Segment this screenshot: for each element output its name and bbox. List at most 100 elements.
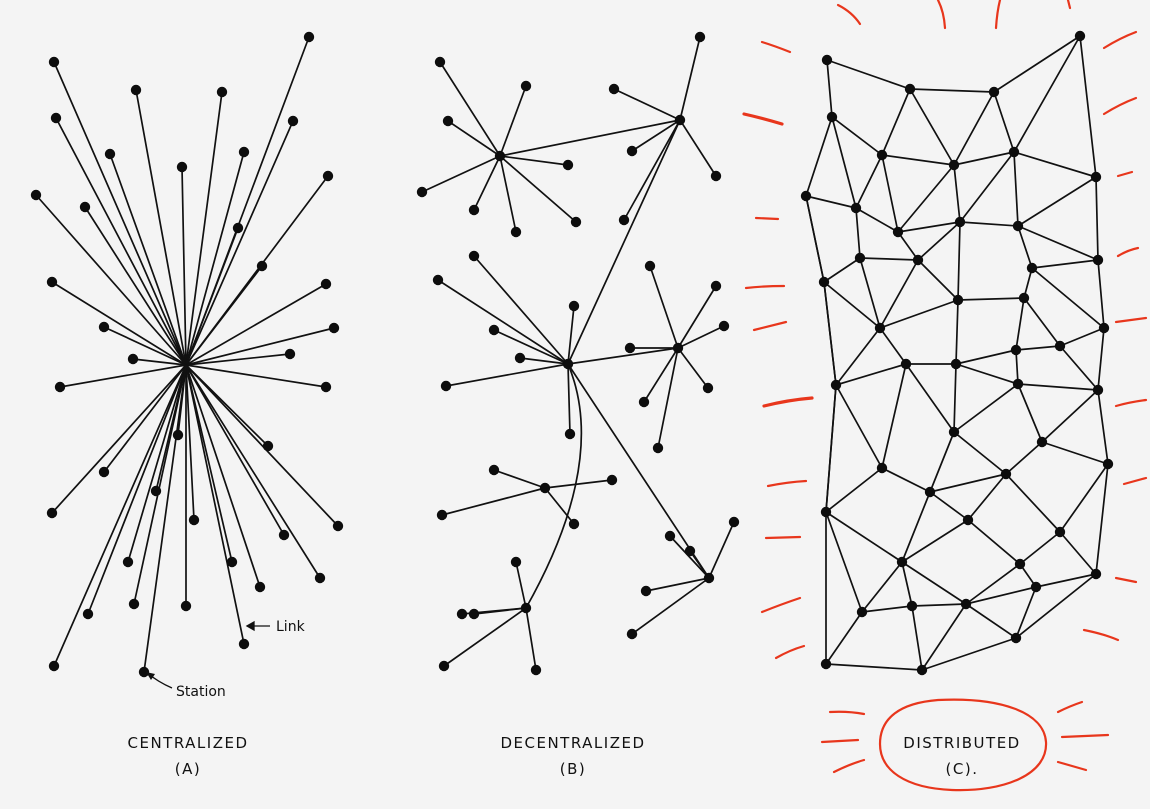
link-line [525,607,537,671]
trunk-line [567,347,679,365]
station-node [818,276,830,288]
station-node [896,556,908,568]
red-emphasis-marks [742,0,1148,792]
mesh-link [901,561,913,607]
mesh-link [859,257,919,261]
station-node [652,442,664,454]
hub-node [562,358,574,370]
mesh-link [835,327,881,386]
mesh-link [1095,463,1109,575]
link-line [669,535,710,579]
station-node [564,428,576,440]
mesh-link [1015,349,1019,385]
station-node [1092,254,1104,266]
mesh-link [1015,586,1037,639]
link-line [677,285,717,349]
link-line [132,358,187,366]
mesh-link [831,116,883,156]
link-line [185,283,327,366]
mesh-link [909,88,995,93]
link-line [445,363,569,387]
station-node [442,115,454,127]
station-node [826,111,838,123]
station-node [606,474,618,486]
link-line [544,479,613,489]
mesh-link [1035,573,1097,588]
station-node [1090,171,1102,183]
station-node [638,396,650,408]
mesh-link [1079,35,1097,178]
link-line [185,364,245,645]
link-line [473,607,527,615]
mesh-link [959,151,1015,223]
centralized-letter: (A) [175,760,201,778]
link-line [185,265,263,366]
station-node [1074,30,1086,42]
station-node [254,581,266,593]
mesh-link [959,221,1019,227]
mesh-link [861,605,913,613]
link-line [515,561,527,609]
link-line [87,364,187,615]
station-node [1012,220,1024,232]
mesh-link [1059,345,1099,391]
station-node [226,556,238,568]
link-line [499,155,569,166]
mesh-link [1005,441,1043,475]
link-line [185,364,195,521]
station-node [728,516,740,528]
station-node [530,664,542,676]
trunk-line [499,119,681,157]
station-node [1000,468,1012,480]
link-line [84,206,187,366]
station-node [432,274,444,286]
station-node [694,31,706,43]
link-line [643,347,679,403]
station-node [856,606,868,618]
station-node [1092,384,1104,396]
link-line [185,364,327,388]
station-node [718,320,730,332]
centralized-network [30,31,344,678]
station-node [314,572,326,584]
svg-text:Station: Station [176,684,226,700]
hub-node [494,150,506,162]
link-line [645,577,710,592]
mesh-link [1015,573,1097,639]
station-node [127,353,139,365]
link-line [499,155,577,223]
centralized-title: CENTRALIZED [128,734,249,752]
link-line [133,364,187,605]
station-node [50,112,62,124]
mesh-link [835,363,907,386]
mesh-link [957,297,1025,301]
mesh-link [1017,383,1099,391]
link-line [185,364,321,579]
link-line [439,61,501,157]
station-node [104,148,116,160]
link-line [35,194,187,366]
mesh-link [967,519,1021,565]
station-node [820,658,832,670]
link-line [631,577,710,635]
station-node [514,352,526,364]
station-node [54,381,66,393]
distributed-title: DISTRIBUTED [903,734,1020,752]
station-node [320,278,332,290]
hub-node [539,482,551,494]
station-node [456,608,468,620]
link-line [473,155,501,211]
station-node [256,260,268,272]
station-node [640,585,652,597]
station-node [800,190,812,202]
station-node [438,660,450,672]
station-node [664,530,676,542]
decentralized-letter: (B) [560,760,587,778]
mesh-link [1095,176,1099,261]
station-node [710,170,722,182]
mesh-link [911,603,967,607]
station-node [1026,262,1038,274]
station-node [328,322,340,334]
station-node [79,201,91,213]
station-node [320,381,332,393]
